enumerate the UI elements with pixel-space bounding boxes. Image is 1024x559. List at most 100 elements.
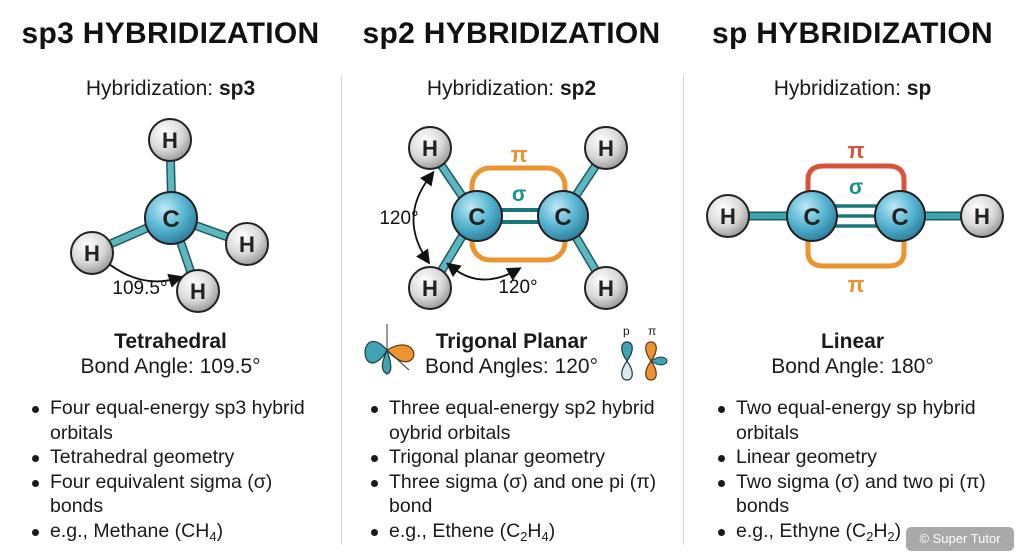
column-divider xyxy=(683,75,684,545)
ethene-molecule-diagram: H H H H C C π σ 120° 120° xyxy=(379,126,628,310)
sigma-label: σ xyxy=(849,176,863,199)
subscript: 2 xyxy=(520,528,528,544)
svg-text:C: C xyxy=(162,206,179,233)
example-item: e.g., Ethene (C2H4) xyxy=(369,519,674,550)
orbital-label-pi: π xyxy=(648,324,657,338)
carbon-atom-right: C xyxy=(537,190,589,242)
list-item: Tetrahedral geometry xyxy=(30,445,330,470)
pi-label: π xyxy=(511,142,528,167)
watermark-badge: © Super Tutor xyxy=(906,527,1014,551)
hydrogen-atom-bottom-right: H xyxy=(584,266,628,310)
list-item: Two equal-energy sp hybrid orbitals xyxy=(716,396,1016,445)
column-divider xyxy=(341,75,342,545)
subscript: 2 xyxy=(887,528,895,544)
orbital-label-p: p xyxy=(623,324,630,338)
sp-title: sp HYBRIDIZATION xyxy=(712,17,993,50)
sp-column: sp HYBRIDIZATION Hybridization: sp xyxy=(682,0,1023,559)
example-close: ) xyxy=(894,519,902,542)
svg-text:H: H xyxy=(190,279,206,304)
property-list: Two equal-energy sp hybrid orbitals Line… xyxy=(716,396,1016,549)
pi-bond-bottom xyxy=(805,226,907,269)
svg-text:H: H xyxy=(720,204,736,229)
hybridization-value: sp xyxy=(906,77,932,100)
carbon-atom-left: C xyxy=(786,190,838,242)
pi-label-top: π xyxy=(848,138,865,163)
example-close: ) xyxy=(216,519,224,542)
hybridization-value: sp2 xyxy=(559,77,597,100)
bond-angle: Bond Angles: 120° xyxy=(424,355,599,378)
svg-text:H: H xyxy=(84,241,100,266)
example-text: e.g., Ethyne (C xyxy=(736,519,867,542)
list-item: Three sigma (σ) and one pi (π) bond xyxy=(369,470,674,519)
carbon-atom: C xyxy=(144,191,198,245)
example-text: e.g., Methane (CH xyxy=(50,519,210,542)
list-item: Linear geometry xyxy=(716,445,1016,470)
subscript: 2 xyxy=(866,528,874,544)
hydrogen-atom-left: H xyxy=(706,194,750,238)
pi-label-bottom: π xyxy=(848,272,865,297)
svg-text:H: H xyxy=(162,128,178,153)
svg-text:H: H xyxy=(239,232,255,257)
sp-hybridization-line: Hybridization: sp xyxy=(682,77,1023,101)
methane-molecule-diagram: H H H C H 109.5° xyxy=(70,118,269,313)
hydrogen-atom-top-left: H xyxy=(408,126,452,170)
subscript: 4 xyxy=(209,528,217,544)
hybridization-label: Hybridization: xyxy=(426,77,560,100)
list-item: Trigonal planar geometry xyxy=(369,445,674,470)
svg-text:C: C xyxy=(803,204,820,231)
list-item: Two sigma (σ) and two pi (π) bonds xyxy=(716,470,1016,519)
carbon-atom-left: C xyxy=(451,190,503,242)
svg-text:C: C xyxy=(468,204,485,231)
hydrogen-atom-right: H xyxy=(960,194,1004,238)
svg-text:H: H xyxy=(598,276,614,301)
svg-text:H: H xyxy=(974,204,990,229)
svg-text:C: C xyxy=(554,204,571,231)
hybridization-label: Hybridization: xyxy=(773,77,907,100)
angle-arc-bottom xyxy=(445,262,522,281)
angle-arc xyxy=(97,254,184,288)
hydrogen-atom-top: H xyxy=(148,118,192,162)
sp3-column: sp3 HYBRIDIZATION Hybridization: sp3 xyxy=(0,0,341,559)
bond-angle: Bond Angle: 180° xyxy=(771,355,934,378)
sp2-title: sp2 HYBRIDIZATION xyxy=(362,17,661,50)
sp3-title: sp3 HYBRIDIZATION xyxy=(21,17,320,50)
ethyne-molecule-diagram: H H C C π σ π xyxy=(706,138,1004,297)
hydrogen-atom-right: H xyxy=(225,222,269,266)
sp2-column: sp2 HYBRIDIZATION Hybridization: sp2 xyxy=(341,0,682,559)
sp3-hybridization-line: Hybridization: sp3 xyxy=(0,77,341,101)
hydrogen-atom-bottom: H xyxy=(176,269,220,313)
angle-arc-left xyxy=(412,170,435,265)
sigma-label: σ xyxy=(512,183,526,206)
hybridization-label: Hybridization: xyxy=(85,77,219,100)
example-mid: H xyxy=(873,519,888,542)
list-item: Three equal-energy sp2 hybrid oybrid orb… xyxy=(369,396,674,445)
list-item: Four equal-energy sp3 hybrid orbitals xyxy=(30,396,330,445)
property-list: Three equal-energy sp2 hybrid oybrid orb… xyxy=(369,396,674,549)
svg-text:C: C xyxy=(891,204,908,231)
geometry-name: Tetrahedral xyxy=(114,330,227,353)
angle-label: 109.5° xyxy=(112,278,167,299)
example-item: e.g., Ethyne (C2H2) xyxy=(716,519,1016,550)
svg-text:H: H xyxy=(598,136,614,161)
sp2-hybridization-line: Hybridization: sp2 xyxy=(341,77,682,101)
example-item: e.g., Methane (CH4) xyxy=(30,519,330,550)
geometry-name: Linear xyxy=(820,330,885,353)
example-mid: H xyxy=(527,519,542,542)
geometry-name: Trigonal Planar xyxy=(435,330,588,353)
subscript: 4 xyxy=(541,528,549,544)
angle-label-left: 120° xyxy=(379,208,418,229)
pi-bond-top xyxy=(805,163,907,206)
p-pi-orbital-icon xyxy=(621,341,668,381)
property-list: Four equal-energy sp3 hybrid orbitals Te… xyxy=(30,396,330,549)
hydrogen-atom-bottom-left: H xyxy=(408,266,452,310)
svg-text:H: H xyxy=(422,276,438,301)
hydrogen-atom-top-right: H xyxy=(584,126,628,170)
example-text: e.g., Ethene (C xyxy=(389,519,521,542)
hydrogen-atom-left: H xyxy=(70,231,114,275)
svg-text:H: H xyxy=(422,136,438,161)
angle-label-bottom: 120° xyxy=(498,277,537,298)
bond-angle: Bond Angle: 109.5° xyxy=(80,355,261,378)
example-close: ) xyxy=(548,519,556,542)
sp2-orbital-icon xyxy=(364,324,415,375)
list-item: Four equivalent sigma (σ) bonds xyxy=(30,470,330,519)
